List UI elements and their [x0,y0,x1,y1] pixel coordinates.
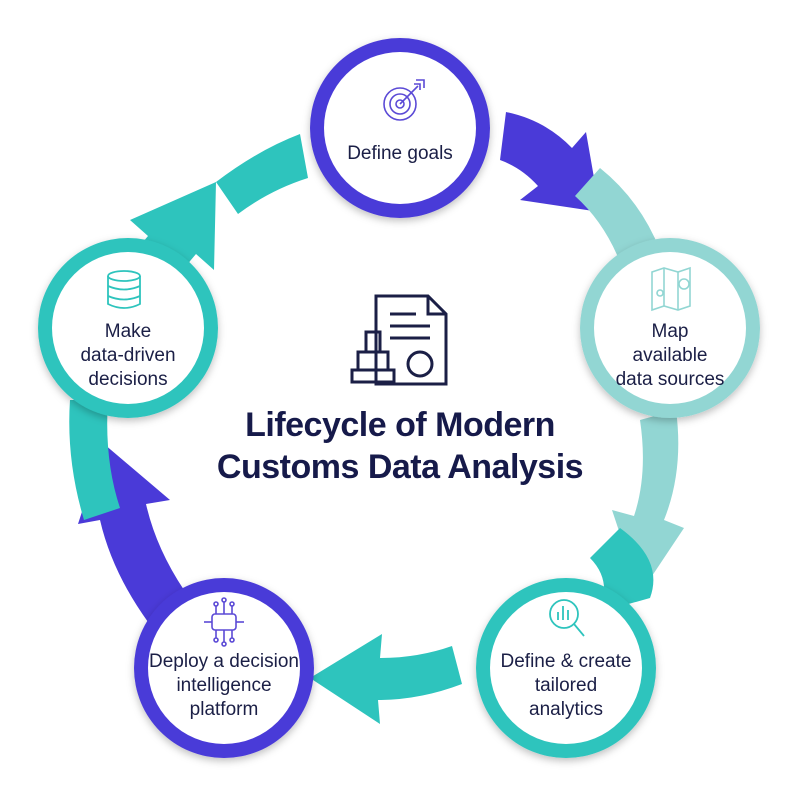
diagram-title: Lifecycle of Modern Customs Data Analysi… [190,404,610,488]
chip-icon [204,597,244,647]
step-label-analytics: Define & create tailored analytics [481,650,651,722]
arrow-decisions-to-goals-upper [216,134,308,214]
step-label-line: data sources [615,369,725,390]
step-circle-deploy [134,578,314,758]
step-label-line: Map [651,321,689,342]
step-circle-decisions [38,238,218,418]
step-label-decisions: Make data-driven decisions [43,320,213,392]
step-label-line: tailored [534,675,598,696]
step-circle-analytics [476,578,656,758]
arrow-map-to-analytics [575,168,660,262]
step-label-line: intelligence [176,675,272,696]
step-circle-define-goals [310,38,490,218]
step-label-line: data-driven [80,345,176,366]
step-circle-map-sources [580,238,760,418]
customs-document-stamp-icon [350,294,448,386]
step-label-line: Define & create [500,651,632,672]
step-label-line: Make [104,321,152,342]
arrow-decisions-lower-band [69,400,120,520]
step-label-line: Deploy a decision [149,651,299,672]
target-icon [383,79,425,121]
map-icon [651,266,691,312]
magnifier-chart-icon [549,599,585,637]
title-line: Customs Data Analysis [216,448,584,486]
title-line: Lifecycle of Modern [245,406,555,444]
step-label-line: available [632,345,708,366]
database-icon [107,270,141,309]
step-label-define-goals: Define goals [315,142,485,166]
step-label-line: Define goals [347,143,453,164]
step-label-deploy: Deploy a decision intelligence platform [139,650,309,722]
step-label-line: platform [189,699,259,720]
step-label-map-sources: Map available data sources [585,320,755,392]
arrow-analytics-to-deploy-lower [310,634,462,724]
step-label-line: analytics [529,699,603,720]
arrow-goals-to-map [500,112,600,212]
step-label-line: decisions [88,369,168,390]
